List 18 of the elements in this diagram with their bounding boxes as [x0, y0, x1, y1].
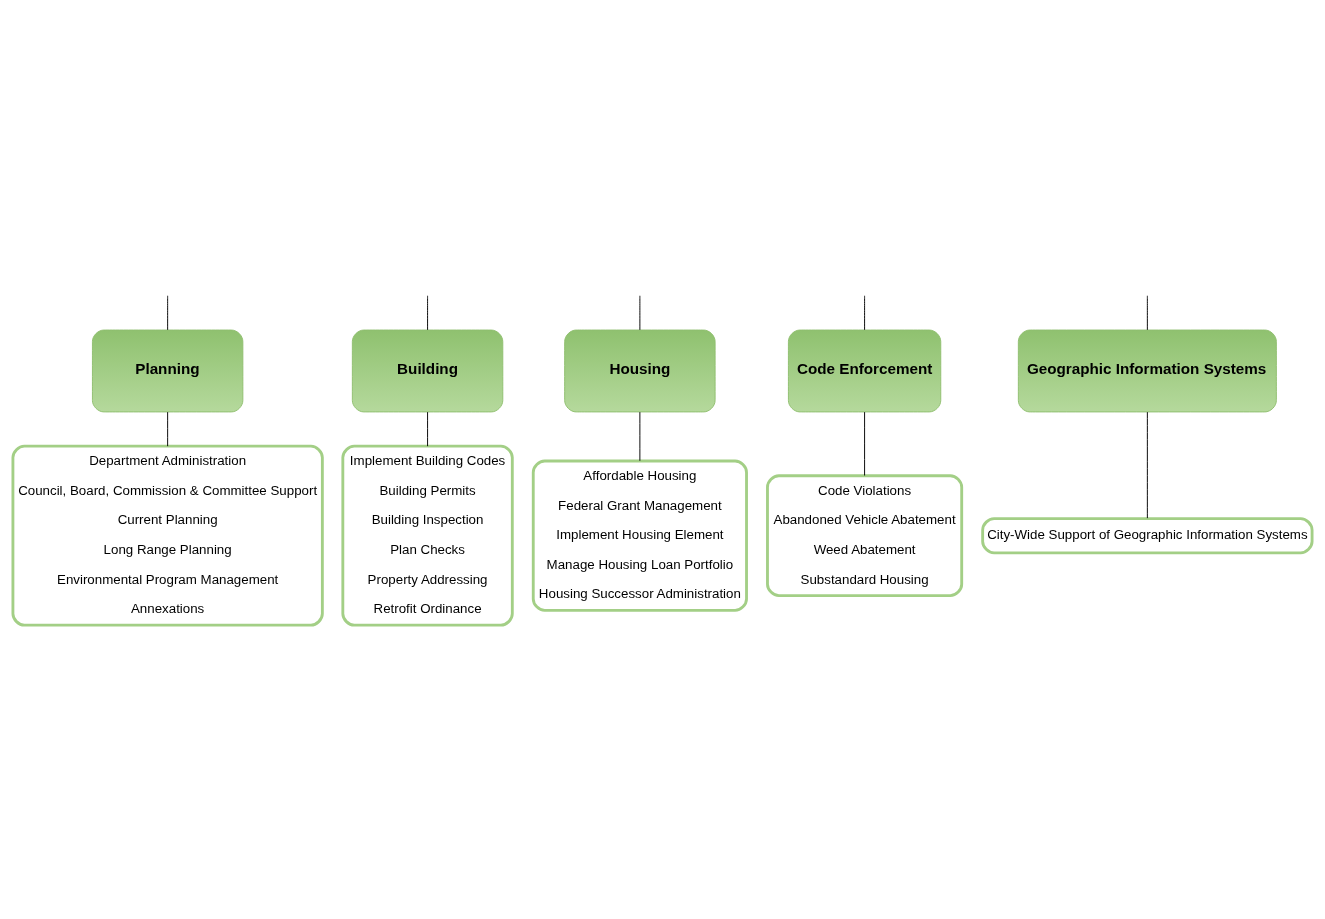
connector — [864, 411, 866, 476]
connector — [1146, 294, 1148, 330]
node-box: Housing — [564, 329, 716, 412]
node-box: Code Enforcement — [787, 329, 942, 412]
node-box: Department Administration Council, Board, Commission & Committee Support Current Planning Long Range Planning Environmental Program Management Annexations — [11, 444, 324, 627]
node-box: Affordable Housing Federal Grant Management Implement Housing Element Manage Housing Loan Portfolio Housing Successor Administration — [531, 459, 748, 612]
connector — [427, 411, 429, 447]
node-box: City-Wide Support of Geographic Information Systems — [981, 516, 1314, 554]
node-box: Code Violations Abandoned Vehicle Abatement Weed Abatement Substandard Housing — [766, 473, 964, 597]
node-box: Implement Building Codes Building Permits Building Inspection Plan Checks Property Addressing Retrofit Ordinance — [341, 444, 514, 627]
connector — [427, 294, 429, 330]
connector — [167, 294, 169, 330]
node-box: Geographic Information Systems — [1017, 329, 1277, 412]
node-box: Planning — [91, 329, 244, 412]
node-box: Building — [351, 329, 504, 412]
connector — [864, 294, 866, 330]
connector — [1146, 411, 1148, 519]
connector — [167, 411, 169, 447]
